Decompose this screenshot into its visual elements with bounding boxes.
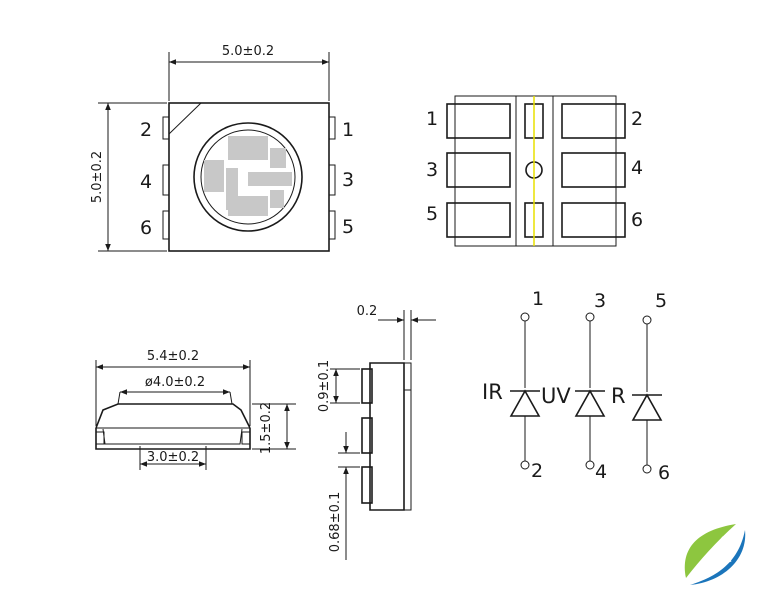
diode-uv [574, 312, 606, 470]
chip-label-uv: UV [541, 384, 571, 408]
schematic-anode-pin-label: 5 [655, 290, 667, 312]
orientation-chamfer [168, 102, 202, 135]
end-cap [403, 362, 412, 511]
lens-profile [95, 403, 251, 429]
top-view: 2 4 6 1 3 5 5.0±0.2 5.0±0.2 [90, 44, 354, 252]
terminal-pad [328, 164, 336, 196]
solder-pad [561, 152, 626, 188]
anode-terminal [642, 315, 652, 325]
bottom-view: 1 3 5 2 4 6 [426, 95, 643, 247]
terminal-pad [328, 210, 336, 240]
terminal-pad [162, 210, 170, 240]
end-terminal [361, 417, 373, 454]
bottom-right-pin-label: 6 [631, 209, 643, 231]
solder-pad [446, 152, 511, 188]
top-right-pin-label: 1 [342, 119, 354, 141]
top-left-pin-label: 4 [140, 171, 152, 193]
end-view: 0.2 0.9±0.1 0.68±0.1 [317, 304, 436, 560]
schematic-cathode-pin-label: 2 [531, 460, 543, 482]
gap-dimension-label: 0.68±0.1 [328, 492, 343, 553]
cathode-terminal [520, 460, 530, 470]
side-view: 5.4±0.2 ø4.0±0.2 3.0±0.2 1.5±0.2 [95, 349, 296, 470]
lens-diameter-dimension-label: ø4.0±0.2 [145, 375, 205, 390]
height-dimension-label: 5.0±0.2 [90, 151, 105, 203]
die-pads [204, 136, 292, 216]
pad-height-dimension-label: 0.9±0.1 [317, 360, 332, 412]
bottom-left-pin-label: 3 [426, 159, 438, 181]
outer-width-dimension-label: 5.4±0.2 [147, 349, 199, 364]
base-width-dimension-label: 3.0±0.2 [147, 450, 199, 465]
terminal-pad [162, 164, 170, 196]
lens-inner-circle [200, 129, 296, 225]
side-terminal [241, 431, 251, 445]
height-dimension-label: 1.5±0.2 [259, 402, 274, 454]
chip-label-ir: IR [482, 380, 503, 404]
lens-outer-circle [193, 122, 303, 232]
circuit-schematic: 1 3 5 2 4 6 IR UV R [482, 288, 670, 484]
diode-ir [509, 312, 541, 470]
chip-label-r: R [611, 384, 626, 408]
package-body-side [95, 428, 251, 450]
package-body-end [369, 362, 405, 511]
anode-terminal [520, 312, 530, 322]
top-right-pin-label: 5 [342, 216, 354, 238]
solder-pad [561, 202, 626, 238]
bottom-left-pin-label: 5 [426, 203, 438, 225]
top-left-pin-label: 2 [140, 119, 152, 141]
bottom-left-pin-label: 1 [426, 108, 438, 130]
bottom-right-pin-label: 2 [631, 108, 643, 130]
package-body-bottom [454, 95, 617, 247]
solder-pad [446, 103, 511, 139]
company-logo-icon [684, 524, 746, 585]
end-terminal [361, 368, 373, 404]
diode-r [631, 315, 663, 474]
top-right-pin-label: 3 [342, 169, 354, 191]
schematic-anode-pin-label: 1 [532, 288, 544, 310]
width-dimension-label: 5.0±0.2 [222, 44, 274, 59]
schematic-cathode-pin-label: 4 [595, 461, 607, 483]
terminal-pad [328, 116, 336, 140]
anode-terminal [585, 312, 595, 322]
solder-pad [446, 202, 511, 238]
schematic-anode-pin-label: 3 [594, 290, 606, 312]
schematic-cathode-pin-label: 6 [658, 462, 670, 484]
terminal-pad [162, 116, 170, 140]
end-terminal [361, 466, 373, 504]
side-terminal [95, 431, 105, 445]
cathode-terminal [642, 464, 652, 474]
top-left-pin-label: 6 [140, 217, 152, 239]
cathode-terminal [585, 460, 595, 470]
solder-pad [561, 103, 626, 139]
thickness-dimension-label: 0.2 [357, 304, 378, 319]
bottom-right-pin-label: 4 [631, 157, 643, 179]
